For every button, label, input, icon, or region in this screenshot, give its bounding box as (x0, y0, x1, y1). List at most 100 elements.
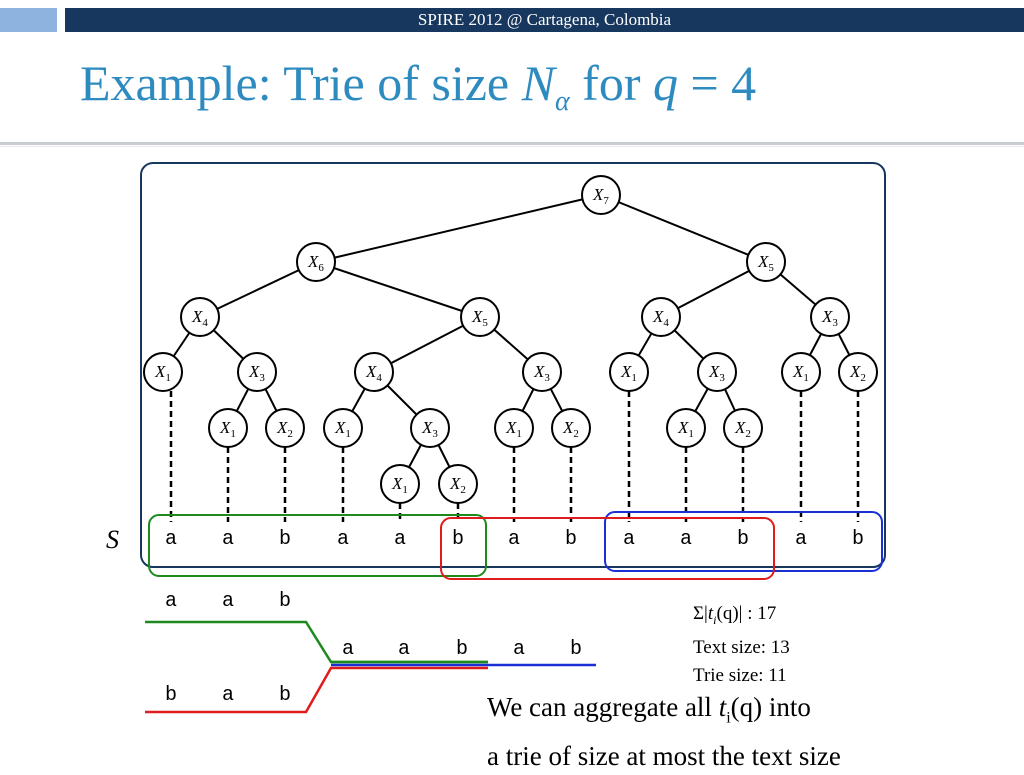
string-char: a (680, 528, 692, 551)
tree-node-subscript: 1 (402, 484, 408, 496)
title-prefix: Example: Trie of size (80, 55, 522, 111)
tree-node-subscript: 7 (603, 195, 609, 207)
trie-shared-char: b (570, 638, 582, 661)
tree-frame (140, 162, 886, 568)
tree-node-circle (723, 408, 763, 448)
string-char: b (852, 528, 864, 551)
tree-node-subscript: 1 (631, 372, 637, 384)
title-divider-shadow (0, 146, 1024, 147)
tree-node-circle (551, 408, 591, 448)
tree-node-subscript: 1 (803, 372, 809, 384)
trie-top-char: b (279, 590, 291, 613)
trie-shared-char: b (456, 638, 468, 661)
green-trie-path (145, 620, 488, 664)
string-char: a (795, 528, 807, 551)
tree-node-circle (460, 297, 500, 337)
leaf-connectors (169, 391, 860, 522)
caption: We can aggregate all ti(q) into a trie o… (487, 688, 841, 775)
tree-node-circle (746, 242, 786, 282)
tree-node-subscript: 5 (482, 317, 488, 329)
stat-sum: Σ|ti(q)| : 17 (693, 603, 777, 627)
trie-bottom-char: b (165, 684, 177, 707)
title-divider (0, 142, 1024, 145)
tree-node-circle (354, 352, 394, 392)
tree-node-subscript: 1 (230, 428, 236, 440)
string-char: a (222, 528, 234, 551)
tree-node-subscript: 2 (745, 428, 751, 440)
tree-node-subscript: 2 (573, 428, 579, 440)
tree-node-subscript: 4 (376, 372, 382, 384)
window-boxes (148, 511, 883, 580)
tree-node-subscript: 3 (544, 372, 550, 384)
tree-edge (600, 194, 767, 263)
conference-label: SPIRE 2012 @ Cartagena, Colombia (417, 10, 672, 29)
tree-node-circle (237, 352, 277, 392)
tree-node-subscript: 4 (202, 317, 208, 329)
green-window-box (148, 514, 487, 577)
string-char: a (165, 528, 177, 551)
string-char: a (508, 528, 520, 551)
caption-line-1: We can aggregate all ti(q) into (487, 692, 811, 727)
string-char: a (623, 528, 635, 551)
red-window-box (440, 517, 775, 580)
tree-node-subscript: 3 (259, 372, 265, 384)
tree-node-circle (581, 175, 621, 215)
tree-edge (199, 261, 317, 318)
tree-node-subscript: 6 (318, 262, 324, 274)
tree-node-circle (666, 408, 706, 448)
tree-node-circle (438, 464, 478, 504)
trie-bottom-char: a (222, 684, 234, 707)
tree-node-circle (380, 464, 420, 504)
caption-line-2: a trie of size at most the text size (487, 741, 841, 772)
blue-window-box (604, 511, 883, 572)
tree-node-circle (265, 408, 305, 448)
trie-shared-char: a (342, 638, 354, 661)
trie-top-char: a (222, 590, 234, 613)
slide-title: Example: Trie of size Nα for q = 4 (80, 54, 756, 118)
tree-node-subscript: 1 (688, 428, 694, 440)
tree-node-circle (522, 352, 562, 392)
header-accent-block (0, 8, 57, 32)
tree-node-subscript: 1 (345, 428, 351, 440)
tree-node-circle (697, 352, 737, 392)
tree-node-circle (180, 297, 220, 337)
trie-bottom-char: b (279, 684, 291, 707)
stat-text-size: Text size: 13 (693, 636, 790, 658)
trie-top-char: a (165, 590, 177, 613)
tree-node-circle (296, 242, 336, 282)
stat-trie-size: Trie size: 11 (693, 664, 787, 686)
tree-node-subscript: 2 (460, 484, 466, 496)
tree-node-circle (494, 408, 534, 448)
red-trie-path (145, 666, 488, 714)
title-symbol: N (521, 55, 555, 111)
title-var: q (652, 55, 678, 111)
stats-panel: Σ|ti(q)| : 17 Text size: 13 Trie size: 1… (693, 600, 790, 690)
tree-node-circle (838, 352, 878, 392)
string-char: b (279, 528, 291, 551)
title-suffix: = 4 (677, 55, 757, 111)
tree-node-subscript: 1 (165, 372, 171, 384)
tree-edge (315, 194, 602, 263)
tree-node-circle (810, 297, 850, 337)
tree-node-subscript: 2 (860, 372, 866, 384)
tree-node-circle (609, 352, 649, 392)
tree-node-circle (781, 352, 821, 392)
tree-node-circle (410, 408, 450, 448)
trie-shared-char: a (398, 638, 410, 661)
tree-node-circle (641, 297, 681, 337)
string-char: b (737, 528, 749, 551)
tree-node-subscript: 2 (287, 428, 293, 440)
string-label: S (106, 525, 119, 554)
tree-node-subscript: 4 (663, 317, 669, 329)
tree-node-circle (143, 352, 183, 392)
tree-edge (315, 261, 481, 318)
title-subscript: α (554, 86, 570, 117)
tree-node-circle (208, 408, 248, 448)
string-char: b (452, 528, 464, 551)
tree-node-subscript: 5 (768, 262, 774, 274)
string-char: b (565, 528, 577, 551)
trie-shared-char: a (513, 638, 525, 661)
